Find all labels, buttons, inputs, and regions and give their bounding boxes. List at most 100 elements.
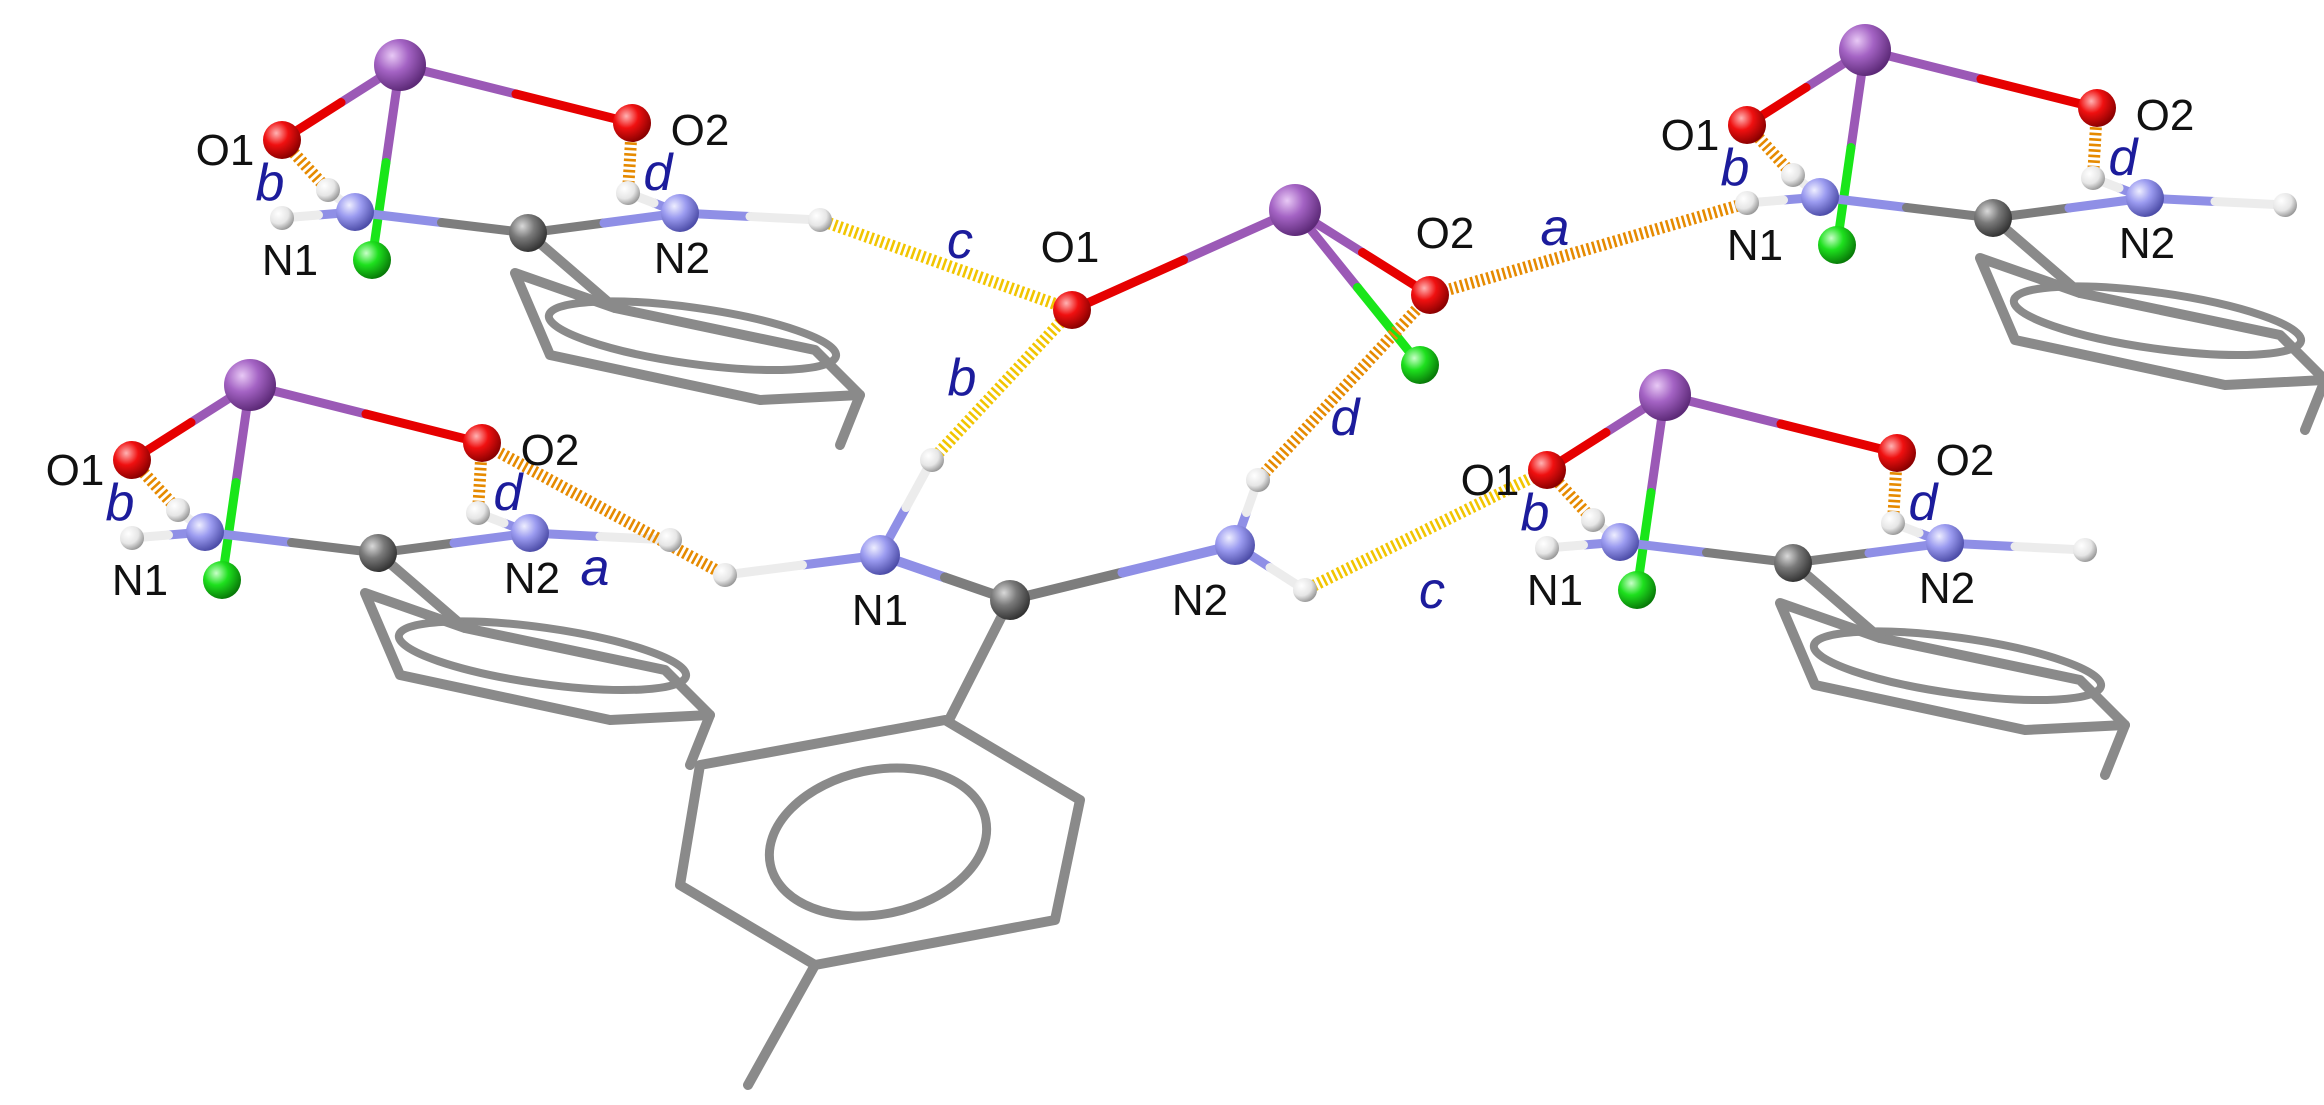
m-o2-bond-bottom-right-half-b — [1776, 419, 1902, 458]
label-n1-bottom-left: N1 — [112, 556, 168, 605]
central-methyl-bond — [743, 960, 820, 1090]
hydrogen-atom-bottom-right-1 — [1581, 508, 1605, 532]
metal-atom-top-right — [1839, 24, 1891, 76]
central-ring-link-bond — [945, 595, 1015, 723]
ring-link-bond-top-right — [1988, 213, 2085, 298]
m-o2-bond-top-left-half-b — [511, 89, 637, 128]
label-o1-top-right: O1 — [1661, 111, 1720, 160]
central-aromatic-circle — [764, 763, 992, 921]
central-metal-atom — [1269, 184, 1321, 236]
label-o1-bottom-right: O1 — [1461, 456, 1520, 505]
oxygen-atom-o1-top-right — [1728, 106, 1766, 144]
ring-link-bond-bottom-left — [373, 548, 470, 633]
hydrogen-atom-bottom-left-3 — [658, 528, 682, 552]
label-hbond-d-top-left: d — [644, 144, 675, 202]
label-o2-bottom-left: O2 — [521, 426, 580, 475]
chlorine-atom-top-right — [1818, 226, 1856, 264]
methyl-bond-top-left — [835, 390, 865, 450]
nitrogen-atom-n1-top-right — [1801, 178, 1839, 216]
carbon-atom-bottom-left — [359, 534, 397, 572]
label-hbond-d-central: d — [1331, 389, 1362, 447]
hydrogen-atom-top-left-1 — [316, 178, 340, 202]
central-oxygen-atom-o1 — [1053, 291, 1091, 329]
label-o2-bottom-right: O2 — [1936, 436, 1995, 485]
oxygen-atom-o1-top-left — [263, 121, 301, 159]
label-hbond-c-bottom: c — [1419, 562, 1445, 620]
hydrogen-atom-top-right-2 — [2081, 166, 2105, 190]
label-hbond-d-top-right: d — [2109, 129, 2140, 187]
oxygen-atom-o2-top-left — [613, 104, 651, 142]
oxygen-atom-o2-bottom-left — [463, 424, 501, 462]
hbond-c-top-left — [816, 213, 1072, 315]
aromatic-circle-top-right — [2009, 282, 2306, 359]
label-hbond-a-bottom: a — [581, 539, 610, 597]
label-n2-bottom-right: N2 — [1919, 564, 1975, 613]
nitrogen-atom-n1-top-left — [336, 193, 374, 231]
nitrogen-atom-n2-top-right — [2126, 179, 2164, 217]
central-m-o1-bond-half-b — [1067, 255, 1188, 315]
m-o2-bond-top-right-half-b — [1976, 74, 2102, 113]
hydrogen-atom-top-right-1 — [1781, 163, 1805, 187]
hbond-a-top-right — [1427, 196, 1750, 302]
metal-atom-top-left — [374, 39, 426, 91]
central-n1-ha-bond-half-b — [720, 560, 807, 580]
central-carbon-atom — [990, 580, 1030, 620]
ring-link-bond-bottom-right — [1788, 558, 1885, 643]
ring-link-bond-top-left — [523, 228, 620, 313]
hydrogen-atom-bottom-left-0 — [120, 526, 144, 550]
hydrogen-atom-top-left-0 — [270, 206, 294, 230]
central-nitrogen-atom-n1 — [860, 535, 900, 575]
aromatic-circle-bottom-right — [1809, 627, 2106, 704]
central-label-o1: O1 — [1041, 223, 1100, 272]
label-hbond-b-central: b — [948, 349, 977, 407]
carbon-atom-top-right — [1974, 199, 2012, 237]
hydrogen-atom-bottom-left-2 — [466, 501, 490, 525]
metal-atom-bottom-left — [224, 359, 276, 411]
label-hbond-b-bottom-left: b — [106, 474, 135, 532]
label-n1-top-left: N1 — [262, 236, 318, 285]
label-o2-top-left: O2 — [671, 106, 730, 155]
label-hbond-d-bottom-left: d — [494, 464, 525, 522]
label-hbond-a-top: a — [1541, 199, 1570, 257]
central-hydrogen-atom-2 — [1246, 468, 1270, 492]
label-o1-top-left: O1 — [196, 126, 255, 175]
central-chlorine-atom — [1401, 346, 1439, 384]
label-n1-bottom-right: N1 — [1527, 566, 1583, 615]
label-hbond-b-top-right: b — [1721, 139, 1750, 197]
nitrogen-atom-n2-bottom-right — [1926, 524, 1964, 562]
nitrogen-atom-n2-bottom-left — [511, 514, 549, 552]
central-label-o2: O2 — [1416, 209, 1475, 258]
label-n1-top-right: N1 — [1727, 221, 1783, 270]
nitrogen-atom-n1-bottom-left — [186, 513, 224, 551]
hydrogen-atom-top-left-3 — [808, 208, 832, 232]
central-benzene-ring — [675, 715, 1085, 970]
metal-atom-bottom-right — [1639, 369, 1691, 421]
nitrogen-atom-n1-bottom-right — [1601, 523, 1639, 561]
label-o1-bottom-left: O1 — [46, 446, 105, 495]
label-o2-top-right: O2 — [2136, 91, 2195, 140]
label-n2-top-left: N2 — [654, 234, 710, 283]
methyl-bond-bottom-right — [2100, 720, 2130, 780]
central-label-n2: N2 — [1172, 576, 1228, 625]
central-label-n1: N1 — [852, 586, 908, 635]
methyl-bond-top-right — [2300, 375, 2324, 435]
label-n2-top-right: N2 — [2119, 219, 2175, 268]
label-hbond-b-bottom-right: b — [1521, 484, 1550, 542]
hydrogen-atom-bottom-right-0 — [1535, 536, 1559, 560]
hydrogen-atom-top-right-0 — [1735, 191, 1759, 215]
central-nitrogen-atom-n2 — [1215, 525, 1255, 565]
central-hydrogen-atom-1 — [920, 448, 944, 472]
hydrogen-atom-bottom-left-1 — [166, 498, 190, 522]
hydrogen-atom-bottom-right-2 — [1881, 511, 1905, 535]
aromatic-circle-top-left — [544, 297, 841, 374]
label-hbond-d-bottom-right: d — [1909, 474, 1940, 532]
oxygen-atom-o2-bottom-right — [1878, 434, 1916, 472]
carbon-atom-top-left — [509, 214, 547, 252]
central-oxygen-atom-o2 — [1411, 276, 1449, 314]
carbon-atom-bottom-right — [1774, 544, 1812, 582]
hydrogen-atom-bottom-right-3 — [2073, 538, 2097, 562]
hydrogen-atom-top-right-3 — [2273, 193, 2297, 217]
central-hydrogen-atom-3 — [1293, 578, 1317, 602]
